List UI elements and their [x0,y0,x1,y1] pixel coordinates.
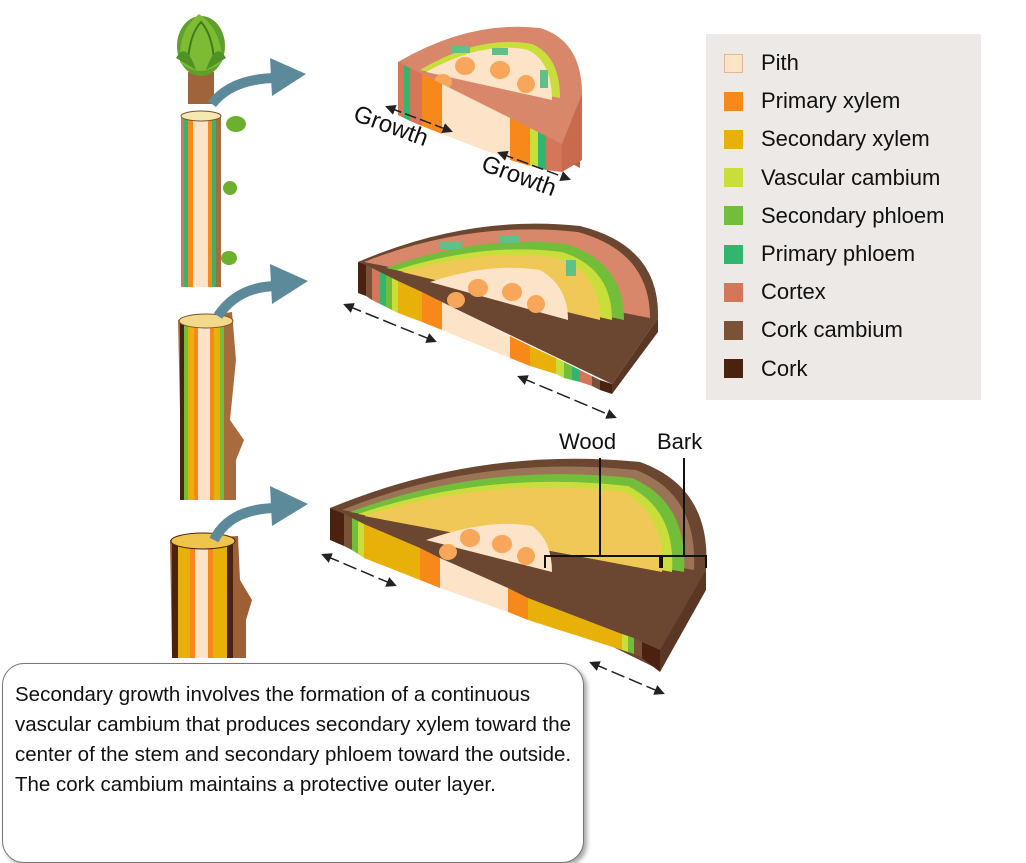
legend-item: Primary xylem [724,86,900,116]
cross-section-secondary [358,223,659,394]
legend-item: Cork cambium [724,315,903,345]
arrow-1 [208,58,306,108]
legend-item: Vascular cambium [724,163,940,193]
legend-item: Cork [724,354,807,384]
legend-item: Cortex [724,277,826,307]
legend-swatch [724,129,743,149]
legend-swatch [724,53,743,73]
cross-section-primary [398,26,582,172]
legend-swatch [724,91,743,111]
bark-bracket [661,458,707,568]
legend-label: Cork cambium [761,317,903,343]
legend-swatch [724,206,743,226]
caption-text: Secondary growth involves the formation … [15,683,572,796]
legend-label: Vascular cambium [761,164,941,190]
legend-label: Cortex [761,279,826,305]
legend-swatch [724,359,743,379]
wood-label: Wood [559,429,616,454]
legend-label: Pith [761,50,799,75]
caption-box: Secondary growth involves the formation … [2,663,584,863]
legend-item: Primary phloem [724,239,915,269]
legend-swatch [724,244,743,264]
legend-label: Secondary xylem [761,126,930,152]
legend-swatch [724,282,743,302]
legend-label: Primary xylem [761,88,901,114]
legend-item: Secondary phloem [724,201,944,231]
bark-label: Bark [657,429,703,454]
terminal-bud [176,14,226,104]
wood-bracket [544,458,661,568]
cross-section-tertiary [330,458,707,672]
legend-swatch [724,320,743,340]
arrow-3 [209,486,308,543]
arrow-2 [213,264,308,319]
older-stem [170,532,252,658]
first-year-stem [178,312,244,500]
legend-item: Secondary xylem [724,124,930,154]
legend-item: Pith [724,48,799,78]
legend-label: Cork [761,355,808,381]
young-stem [176,14,246,287]
legend-label: Primary phloem [761,241,916,266]
legend-label: Secondary phloem [761,202,945,228]
legend-swatch [724,168,743,188]
